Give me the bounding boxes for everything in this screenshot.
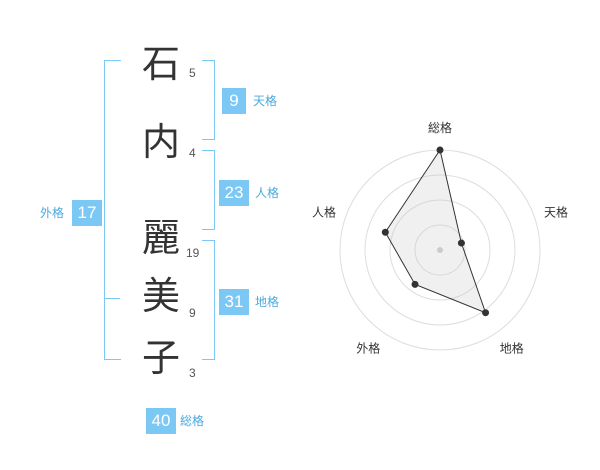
soukaku-label: 総格: [180, 414, 205, 428]
name-char-5: 子: [141, 336, 180, 380]
radar-series-polygon: [384, 148, 487, 314]
gaikaku-value: 17: [72, 200, 102, 226]
stroke-count-1: 5: [189, 66, 196, 80]
soukaku-value: 40: [146, 408, 176, 434]
radar-axis-label-3: 地格: [500, 341, 524, 356]
gaikaku-bracket: [104, 60, 121, 360]
gaikaku-label: 外格: [40, 206, 65, 220]
radar-axis-label-4: 外格: [356, 341, 380, 356]
radar-point-2: [457, 239, 465, 247]
radar-axis-label-5: 人格: [312, 204, 336, 219]
name-char-2: 内: [141, 120, 180, 164]
stroke-count-2: 4: [189, 146, 196, 160]
jinkaku-value: 23: [219, 180, 249, 206]
stroke-count-4: 9: [189, 306, 196, 320]
stroke-count-3: 19: [186, 246, 200, 260]
stroke-count-5: 3: [189, 366, 196, 380]
jinkaku-label: 人格: [255, 186, 280, 200]
tenkaku-bracket: [202, 60, 215, 140]
chikaku-label: 地格: [255, 295, 280, 309]
tenkaku-label: 天格: [253, 94, 278, 108]
radar-ring: [364, 174, 516, 326]
chikaku-bracket: [202, 240, 215, 360]
radar-center: [437, 247, 443, 253]
tenkaku-value: 9: [222, 88, 246, 114]
jinkaku-bracket: [202, 150, 215, 230]
name-char-4: 美: [141, 274, 180, 318]
radar-ring: [389, 199, 491, 301]
radar-point-3: [482, 309, 490, 317]
chikaku-value: 31: [219, 289, 249, 315]
name-char-3: 麗: [141, 216, 180, 260]
radar-point-5: [381, 228, 389, 236]
name-char-1: 石: [141, 42, 180, 86]
radar-point-1: [436, 146, 444, 154]
radar-ring: [414, 224, 466, 276]
gaikaku-bracket-divider: [104, 298, 120, 299]
radar-point-4: [411, 280, 419, 288]
radar-axis-label-2: 天格: [544, 204, 568, 219]
radar-axis-label-1: 総格: [428, 120, 452, 135]
